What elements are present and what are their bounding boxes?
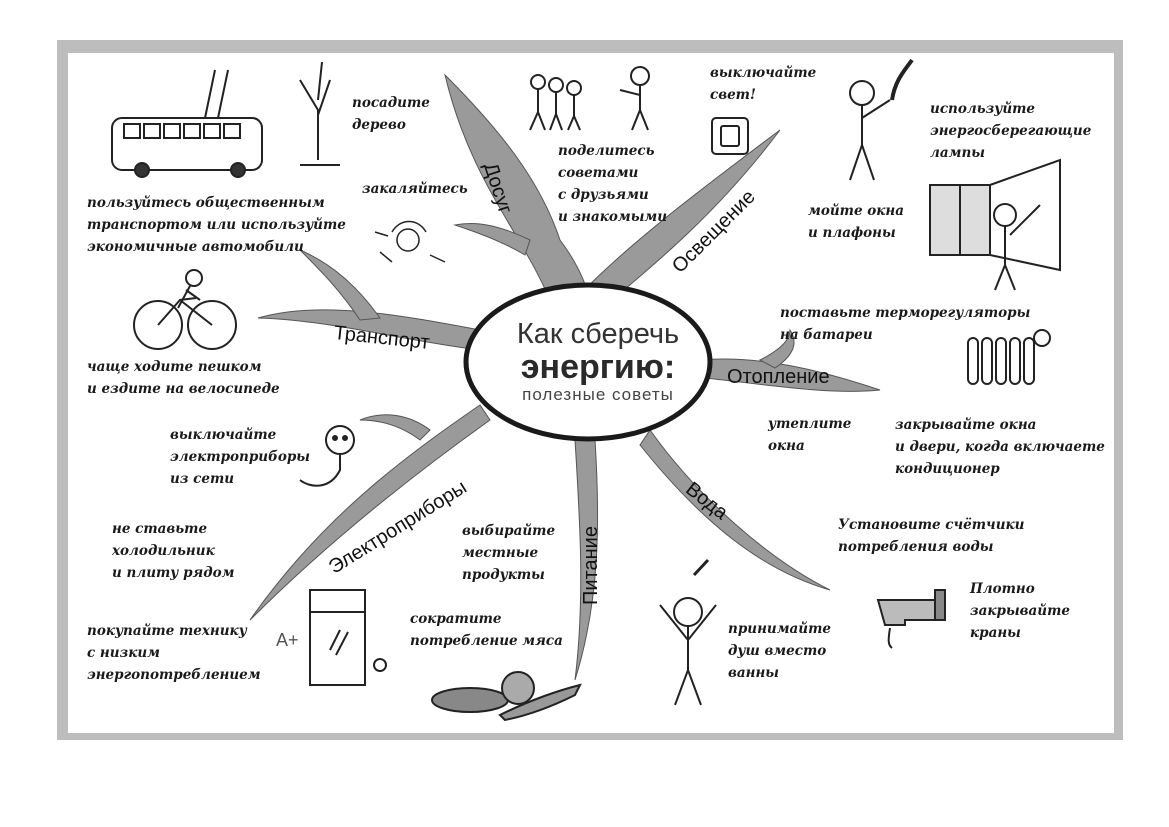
tip-efficient: покупайте технику с низким энергопотребл… (87, 623, 261, 683)
branch-label-heating: Отопление (727, 366, 830, 388)
branch-shape-appliances (249, 404, 491, 621)
tip-plant-tree: посадите дерево (352, 95, 430, 133)
fridge-icon (309, 589, 387, 686)
radiator-icon (967, 329, 1051, 385)
branch-shape-water (639, 429, 831, 591)
plug-icon (299, 425, 355, 487)
trolleybus-icon (111, 69, 263, 178)
branch-shape-transport (257, 309, 481, 351)
tree-icon (299, 61, 340, 166)
faucet-icon (876, 589, 946, 649)
sun-face-icon (374, 220, 446, 263)
friends-icon (529, 66, 650, 131)
vegetables-icon (431, 671, 582, 722)
tip-water-meters: Установите счётчики потребления воды (838, 517, 1025, 555)
branch-shape-lighting (569, 129, 781, 311)
tip-lights-off: выключайте свет! (710, 65, 817, 103)
branch-shape-heating (699, 358, 881, 392)
title-subtitle: полезные советы (522, 385, 674, 404)
tip-harden: закаляйтесь (362, 181, 468, 197)
tip-fridge: не ставьте холодильник и плиту рядом (112, 521, 235, 581)
bicycle-icon (133, 269, 237, 350)
branch-shape-appliances-twig (359, 414, 431, 441)
person-lamp-icon (849, 58, 914, 181)
tip-wash-windows: мойте окна и плафоны (808, 203, 904, 241)
tip-thermostats: поставьте терморегуляторы на батареи (780, 305, 1031, 343)
tip-insulate: утеплите окна (768, 416, 852, 454)
tip-unplug: выключайте электроприборы из сети (170, 427, 311, 487)
branch-shape-transport-twig (299, 249, 381, 321)
tip-local-food: выбирайте местные продукты (462, 523, 556, 583)
title-line-2: энергию: (520, 348, 676, 386)
branch-shape-heating-twig (758, 328, 795, 369)
title-line-1: Как сберечь (516, 318, 680, 350)
energy-class-label: A+ (276, 630, 299, 650)
tip-close-doors: закрывайте окна и двери, когда включаете… (895, 417, 1105, 477)
tip-close-taps: Плотно закрывайте краны (970, 581, 1070, 641)
tip-walk-bike: чаще ходите пешком и ездите на велосипед… (87, 359, 280, 397)
shower-person-icon (659, 558, 717, 706)
tip-less-meat: сократите потребление мяса (410, 611, 563, 649)
tip-energy-lamps: используйте энергосберегающие лампы (930, 101, 1092, 161)
branch-shape-food (574, 439, 599, 681)
center-ellipse (463, 282, 713, 442)
light-switch-icon (711, 117, 749, 155)
window-icon (929, 158, 1061, 291)
branch-label-food: Питание (580, 526, 602, 605)
branch-shape-leisure-twig (453, 222, 531, 256)
tip-shower: принимайте душ вместо ванны (728, 621, 831, 681)
tip-share: поделитесь советами с друзьями и знакомы… (558, 143, 668, 225)
branch-shape-leisure (444, 73, 591, 301)
tip-public-transport: пользуйтесь общественным транспортом или… (87, 195, 346, 255)
